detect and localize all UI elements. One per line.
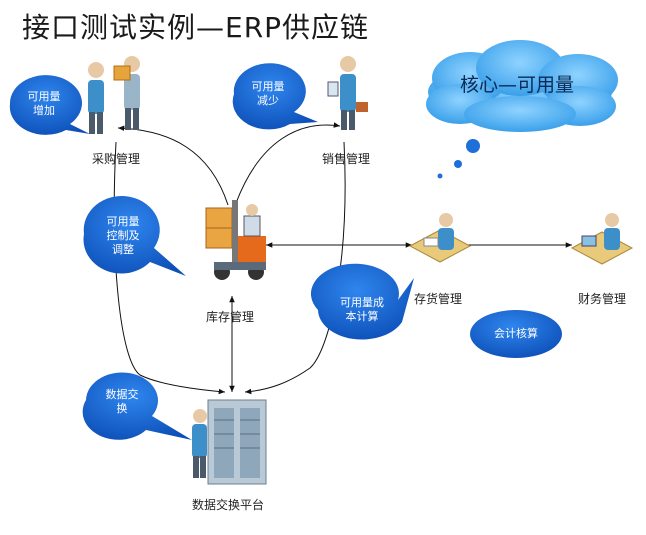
callout-data-exchange: 数据交 换 — [88, 382, 156, 422]
node-label-finance: 财务管理 — [578, 292, 627, 306]
node-label-purchase: 采购管理 — [92, 152, 141, 166]
callout-increase: 可用量 增加 — [10, 84, 78, 124]
callout-data-exchange-line-2: 换 — [116, 402, 128, 415]
bubble-costing — [310, 263, 414, 340]
cloud-label: 核心—可用量 — [459, 74, 574, 96]
callout-costing-line-2: 本计算 — [345, 310, 379, 323]
callout-increase-line-2: 增加 — [33, 104, 55, 117]
callout-accounting-line-1: 会计核算 — [494, 327, 538, 340]
forklift-icon — [205, 200, 266, 280]
callout-decrease-line-1: 可用量 — [251, 80, 285, 93]
callout-control: 可用量 控制及 调整 — [86, 208, 160, 264]
callout-accounting: 会计核算 — [472, 322, 560, 346]
callout-costing: 可用量成 本计算 — [322, 290, 402, 330]
callout-decrease-line-2: 减少 — [257, 94, 279, 107]
bubble-increase — [9, 75, 91, 135]
node-label-exchange: 数据交换平台 — [192, 498, 265, 512]
inventory-desk-icon — [408, 213, 472, 263]
node-label-sales: 销售管理 — [322, 152, 371, 166]
callout-control-line-1: 可用量 — [106, 215, 140, 228]
bubble-control — [83, 196, 186, 276]
callout-data-exchange-line-1: 数据交 — [105, 388, 139, 401]
server-icon — [192, 399, 267, 485]
callout-decrease: 可用量 减少 — [234, 74, 302, 114]
sales-figure-icon — [327, 56, 368, 130]
callout-bubbles — [9, 63, 562, 440]
callout-control-line-2: 控制及 — [106, 229, 140, 242]
callout-increase-line-1: 可用量 — [27, 90, 61, 103]
node-label-inventory: 存货管理 — [414, 292, 463, 306]
node-label-warehouse: 库存管理 — [206, 310, 255, 324]
core-cloud — [426, 40, 618, 179]
callout-costing-line-1: 可用量成 — [340, 296, 384, 309]
finance-desk-icon — [570, 213, 634, 265]
page-title: 接口测试实例—ERP供应链 — [22, 11, 370, 44]
callout-control-line-3: 调整 — [112, 243, 134, 256]
bubble-accounting — [470, 310, 562, 358]
purchase-figures-icon — [88, 56, 140, 134]
connector-warehouse-sales — [235, 122, 341, 204]
bubble-data-exchange — [82, 372, 192, 440]
connector-sales-exchange — [244, 141, 346, 395]
bubble-decrease — [232, 63, 318, 130]
